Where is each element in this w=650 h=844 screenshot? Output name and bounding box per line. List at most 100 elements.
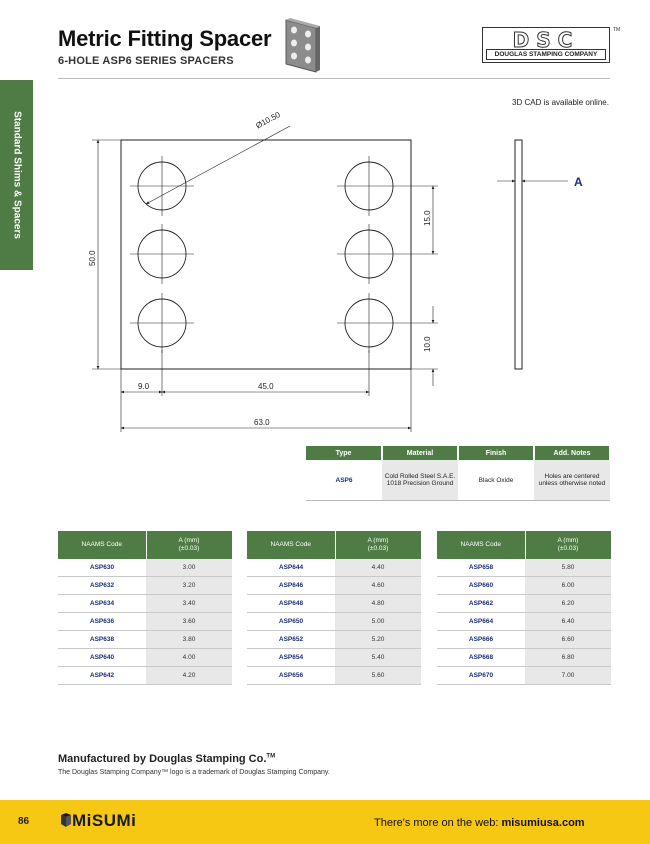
a-value: 5.00 [335,612,421,631]
dsc-logo: DSC DOUGLAS STAMPING COMPANY [482,27,610,63]
naams-code: ASP648 [247,594,335,613]
a-value: 6.80 [525,648,611,667]
horizontal-pitch-label: 45.0 [258,382,274,391]
naams-code: ASP662 [437,594,525,613]
naams-code: ASP644 [247,559,335,577]
spec-finish: Black Oxide [458,460,534,501]
horizontal-edge-label: 9.0 [138,382,150,391]
naams-code: ASP668 [437,648,525,667]
thickness-label: A [574,175,583,189]
a-value: 3.60 [146,612,232,631]
naams-code: ASP656 [247,666,335,685]
page-footer [0,800,650,844]
plate-outline [120,139,412,370]
page-title: Metric Fitting Spacer [58,26,272,51]
naams-code: ASP650 [247,612,335,631]
footer-tagline: There's more on the web: misumiusa.com [374,817,585,829]
a-value: 3.40 [146,594,232,613]
a-value: 3.80 [146,630,232,649]
spec-table: Type Material Finish Add. Notes ASP6 Col… [306,446,611,501]
code-header-a-line2: (±0.03) [367,545,389,552]
naams-code: ASP670 [437,666,525,685]
code-header-code: NAAMS Code [437,531,526,559]
spec-row: ASP6 Cold Rolled Steel S.A.E. 1018 Preci… [306,460,610,501]
a-value: 5.20 [335,630,421,649]
spacer-thumbnail-icon [285,18,320,73]
code-header-a-line2: (±0.03) [178,545,200,552]
code-header-a-line2: (±0.03) [557,545,579,552]
naams-code: ASP642 [58,666,146,685]
code-header-a-line1: A (mm) [367,537,389,544]
naams-code: ASP632 [58,576,146,595]
code-header-a: A (mm)(±0.03) [525,531,612,559]
spec-header-row: Type Material Finish Add. Notes [306,446,611,460]
vertical-pitch-label: 15.0 [423,210,432,226]
code-header-row: NAAMS Code A (mm)(±0.03) [247,531,422,559]
logo-trademark: TM [613,27,621,33]
logo-letters: DSC [512,28,580,52]
code-header-code: NAAMS Code [58,531,147,559]
naams-code: ASP664 [437,612,525,631]
naams-code: ASP636 [58,612,146,631]
spec-notes: Holes are centered unless otherwise note… [534,460,610,501]
a-value: 5.40 [335,648,421,667]
trademark-note: The Douglas Stamping Company™ logo is a … [58,769,330,776]
naams-code: ASP652 [247,630,335,649]
code-header-a: A (mm)(±0.03) [146,531,233,559]
naams-code: ASP640 [58,648,146,667]
spec-material-line1: Cold Rolled Steel S.A.E. [384,473,456,480]
a-value: 3.00 [146,559,232,577]
spec-header-type: Type [306,446,383,460]
technical-drawing: Ø10.50 50.0 15.0 10.0 9.0 45.0 63.0 A [88,110,583,432]
code-header-row: NAAMS Code A (mm)(±0.03) [58,531,233,559]
a-value: 5.60 [335,666,421,685]
misumi-brand[interactable]: MiSUMi [72,811,137,830]
a-value: 4.00 [146,648,232,667]
spec-notes-line1: Holes are centered [544,473,600,480]
naams-code: ASP660 [437,576,525,595]
a-value: 6.60 [525,630,611,649]
naams-code: ASP658 [437,559,525,577]
a-value: 4.80 [335,594,421,613]
spec-material-line2: 1018 Precision Ground [386,480,454,487]
section-side-tab[interactable]: Standard Shims & Spacers [0,80,33,270]
a-value: 6.00 [525,576,611,595]
spec-material: Cold Rolled Steel S.A.E. 1018 Precision … [382,460,458,501]
page-subtitle: 6-HOLE ASP6 SERIES SPACERS [58,55,234,67]
logo-company-name: DOUGLAS STAMPING COMPANY [486,49,606,60]
a-value: 4.60 [335,576,421,595]
hole-diameter-label: Ø10.50 [254,110,282,131]
a-value: 6.40 [525,612,611,631]
header-divider [58,78,610,79]
a-value: 7.00 [525,666,611,685]
naams-code: ASP630 [58,559,146,577]
side-view-outline [514,139,523,370]
center-marks [130,156,401,353]
tagline-prefix: There's more on the web: [374,817,502,829]
naams-code: ASP634 [58,594,146,613]
spec-header-finish: Finish [458,446,535,460]
manufacturer-text: Manufactured by Douglas Stamping Co. [58,753,267,765]
a-value: 4.40 [335,559,421,577]
manufacturer-tm: TM [266,753,276,760]
website-link[interactable]: misumiusa.com [501,817,585,829]
naams-code: ASP646 [247,576,335,595]
naams-code: ASP654 [247,648,335,667]
